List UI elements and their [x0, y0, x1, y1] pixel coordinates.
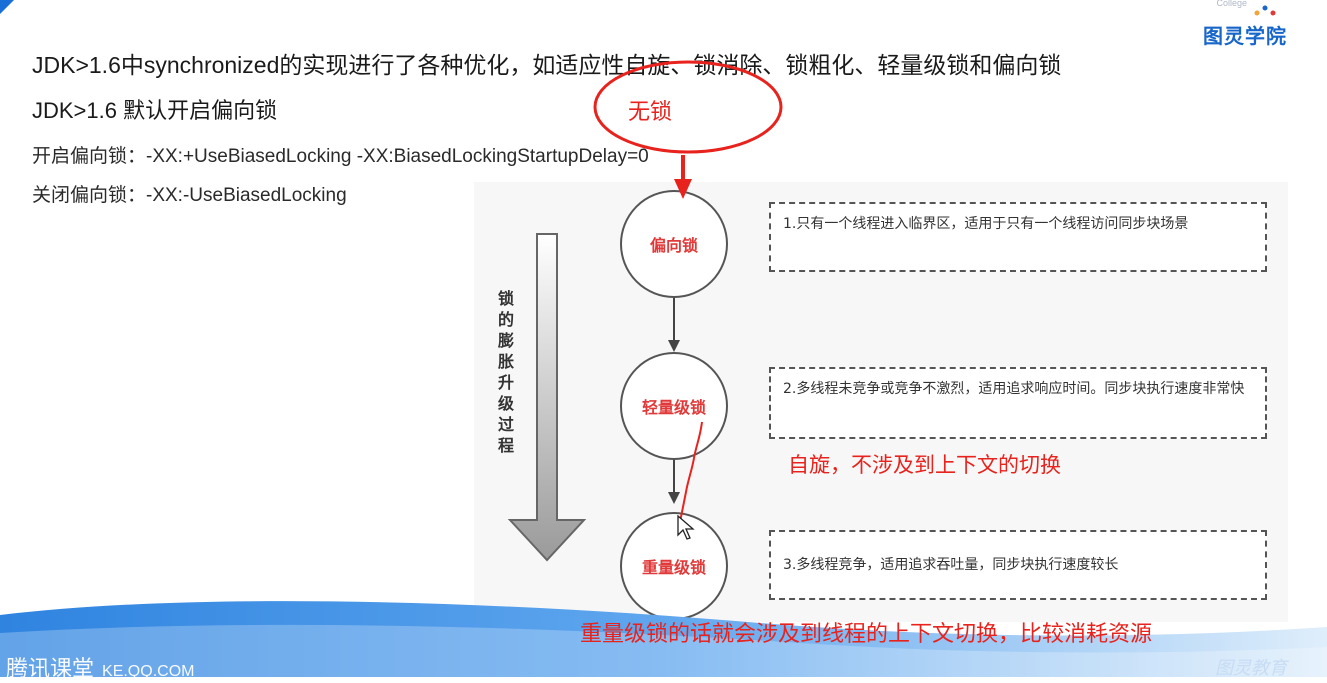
footer-brand-name: 腾讯课堂: [6, 656, 95, 681]
logo-mark-icon: [1254, 5, 1276, 16]
note-heavyweight: 3.多线程竞争，适用追求吞吐量，同步块执行速度较长: [769, 530, 1267, 600]
mouse-cursor-icon: [677, 515, 695, 540]
logo: College 图灵学院: [1177, 0, 1287, 48]
logo-name: 图灵学院: [1203, 24, 1287, 48]
state-lightweight-lock: 轻量级锁: [620, 352, 728, 460]
spin-annotation: 自旋，不涉及到上下文的切换: [788, 453, 1061, 477]
logo-small-text: College: [1216, 0, 1247, 8]
inflation-process-label: 锁的膨胀升级过程: [497, 289, 514, 455]
no-lock-annotation: 无锁: [628, 100, 673, 125]
footer-brand: 腾讯课堂 KE.QQ.COM: [6, 651, 194, 683]
footer-domain: KE.QQ.COM: [102, 663, 195, 680]
down-arrow-icon: [507, 233, 587, 562]
note-biased: 1.只有一个线程进入临界区，适用于只有一个线程访问同步块场景: [769, 202, 1267, 272]
note-lightweight: 2.多线程未竞争或竞争不激烈，适用追求响应时间。同步块执行速度非常快: [769, 367, 1267, 439]
text-line-optimizations: JDK>1.6中synchronized的实现进行了各种优化，如适应性自旋、锁消…: [32, 52, 1062, 78]
footer-banner: [0, 601, 1327, 677]
text-line-enable-biased: 开启偏向锁：-XX:+UseBiasedLocking -XX:BiasedLo…: [32, 146, 649, 167]
state-connectors: [668, 298, 680, 504]
text-line-disable-biased: 关闭偏向锁：-XX:-UseBiasedLocking: [32, 185, 347, 206]
text-line-default-biased: JDK>1.6 默认开启偏向锁: [32, 98, 278, 123]
state-biased-lock: 偏向锁: [620, 190, 728, 298]
spin-squiggle-annotation: [679, 421, 703, 523]
corner-decoration: [0, 0, 14, 14]
no-lock-circle-annotation: [593, 60, 783, 199]
heavy-lock-annotation: 重量级锁的话就会涉及到线程的上下文切换，比较消耗资源: [580, 622, 1153, 647]
footer-signature: 图灵教育: [1215, 658, 1287, 679]
